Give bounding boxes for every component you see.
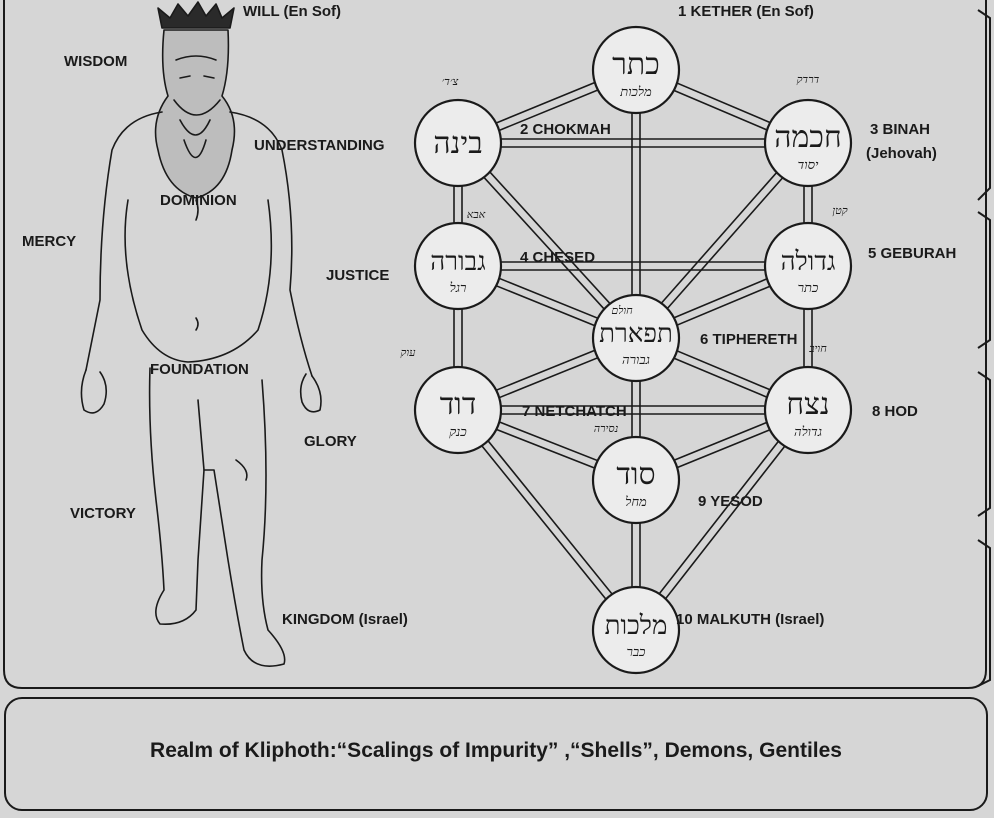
sephirah-hebrew: תפארת (599, 319, 673, 349)
label-kingdom: KINGDOM (Israel) (282, 611, 408, 628)
sephirah-note: עוק (401, 346, 417, 359)
label-justice: JUSTICE (326, 267, 389, 284)
sephirah-hebrew: סוד (616, 457, 655, 492)
sephirah-circle (763, 98, 853, 188)
label-sephirah-9: 9 YESOD (698, 493, 763, 510)
label-foundation: FOUNDATION (150, 361, 249, 378)
label-sephirah-2: 2 CHOKMAH (520, 121, 611, 138)
kliphoth-box: Realm of Kliphoth:“Scalings of Impurity”… (4, 697, 988, 811)
upper-frame (3, 0, 987, 689)
sephirah-subtext: מלכות (619, 85, 652, 100)
label-sephirah-8: 8 HOD (872, 403, 918, 420)
sephirah-circle (591, 435, 681, 525)
sephirah-node-8: נצח גדולה חויב (763, 342, 853, 455)
sephirah-note: נסירה (594, 422, 619, 435)
crown-icon (157, 1, 235, 29)
sephirah-subtext: כתר (798, 281, 819, 296)
label-sephirah-3: 3 BINAH (870, 121, 930, 138)
right-bracket-1 (977, 9, 991, 201)
sephirah-note: חולם (611, 304, 633, 317)
sephirah-node-4: גבורה רגל אבא (413, 208, 503, 311)
label-sephirah-4: 4 CHESED (520, 249, 595, 266)
sephirah-hebrew: גבורה (430, 247, 486, 277)
sephirah-node-2: בינה צ׳ד׳ (413, 75, 503, 188)
tree-path-line (454, 145, 634, 342)
label-will: WILL (En Sof) (243, 3, 341, 20)
right-bracket-3 (977, 371, 991, 517)
label-sephirah-5: 5 GEBURAH (868, 245, 956, 262)
sephirah-circle (591, 25, 681, 115)
sephirah-hebrew: גדולה (781, 247, 836, 277)
sephirah-hebrew: נצח (786, 387, 829, 422)
right-bracket-4 (977, 539, 991, 687)
label-dominion: DOMINION (160, 192, 237, 209)
sephirah-subtext: גבורה (622, 353, 650, 368)
sephirah-note: קטן (832, 204, 847, 217)
sephirah-circle (413, 98, 503, 188)
kliphoth-caption: Realm of Kliphoth:“Scalings of Impurity”… (150, 739, 842, 762)
sephirah-note: צ׳ד׳ (442, 75, 459, 88)
tree-path-line (454, 412, 634, 634)
sephirah-circle (591, 293, 681, 383)
sephirah-node-3: חכמה יסוד דרדק (763, 73, 853, 188)
sephirah-subtext: יסוד (798, 158, 819, 173)
tree-path-line (460, 406, 640, 628)
sephirah-circle (763, 221, 853, 311)
head (154, 29, 236, 199)
sephirah-note: חויב (808, 342, 827, 355)
sephirah-node-5: גדולה כתר קטן (763, 204, 853, 311)
label-sephirah-7: 7 NETCHATCH (522, 403, 627, 420)
sephirah-hebrew: כתר (612, 47, 660, 82)
sephirah-circle (413, 365, 503, 455)
sephirah-node-10: מלכות כבר (591, 585, 681, 675)
label-sephirah-10: 10 MALKUTH (Israel) (676, 611, 824, 628)
sephirah-subtext: מחל (625, 495, 647, 510)
sephirah-note: אבא (467, 208, 486, 221)
label-glory: GLORY (304, 433, 357, 450)
sephirah-subtext: רגל (450, 281, 467, 296)
sephirah-hebrew: מלכות (605, 611, 668, 641)
sephirah-node-7: דוד כנק עוק (401, 346, 503, 455)
label-sephirah-3-sub: (Jehovah) (866, 145, 937, 162)
sephirah-hebrew: דוד (440, 387, 477, 422)
sephirah-node-6: תפארת גבורה חולם (591, 293, 681, 383)
label-understanding: UNDERSTANDING (254, 137, 385, 154)
sephirah-node-1: כתר מלכות (591, 25, 681, 115)
tree-path-line (632, 407, 806, 629)
human-figure (80, 1, 322, 667)
sephirah-circle (413, 221, 503, 311)
label-sephirah-1: 1 KETHER (En Sof) (678, 3, 814, 20)
tree-nodes: כתרמלכותבינהצ׳ד׳חכמהיסודדרדקגבורהרגלאבאג… (401, 25, 853, 675)
sephirah-hebrew: בינה (433, 126, 482, 161)
label-victory: VICTORY (70, 505, 136, 522)
sephirah-circle (591, 585, 681, 675)
sephirah-circle (763, 365, 853, 455)
right-bracket-2 (977, 211, 991, 349)
sephirah-node-9: סוד מחל נסירה (591, 422, 681, 525)
sephirah-subtext: גדולה (794, 425, 822, 440)
label-mercy: MERCY (22, 233, 76, 250)
sephirah-note: דרדק (797, 73, 820, 86)
legs (148, 367, 286, 667)
label-sephirah-6: 6 TIPHERETH (700, 331, 798, 348)
sephirah-subtext: כנק (449, 425, 467, 440)
label-wisdom: WISDOM (64, 53, 127, 70)
torso (85, 111, 163, 371)
sephirah-hebrew: חכמה (774, 120, 841, 155)
tree-path-line (638, 411, 812, 633)
tree-path-line (460, 139, 640, 336)
sephirah-subtext: כבר (626, 645, 645, 660)
